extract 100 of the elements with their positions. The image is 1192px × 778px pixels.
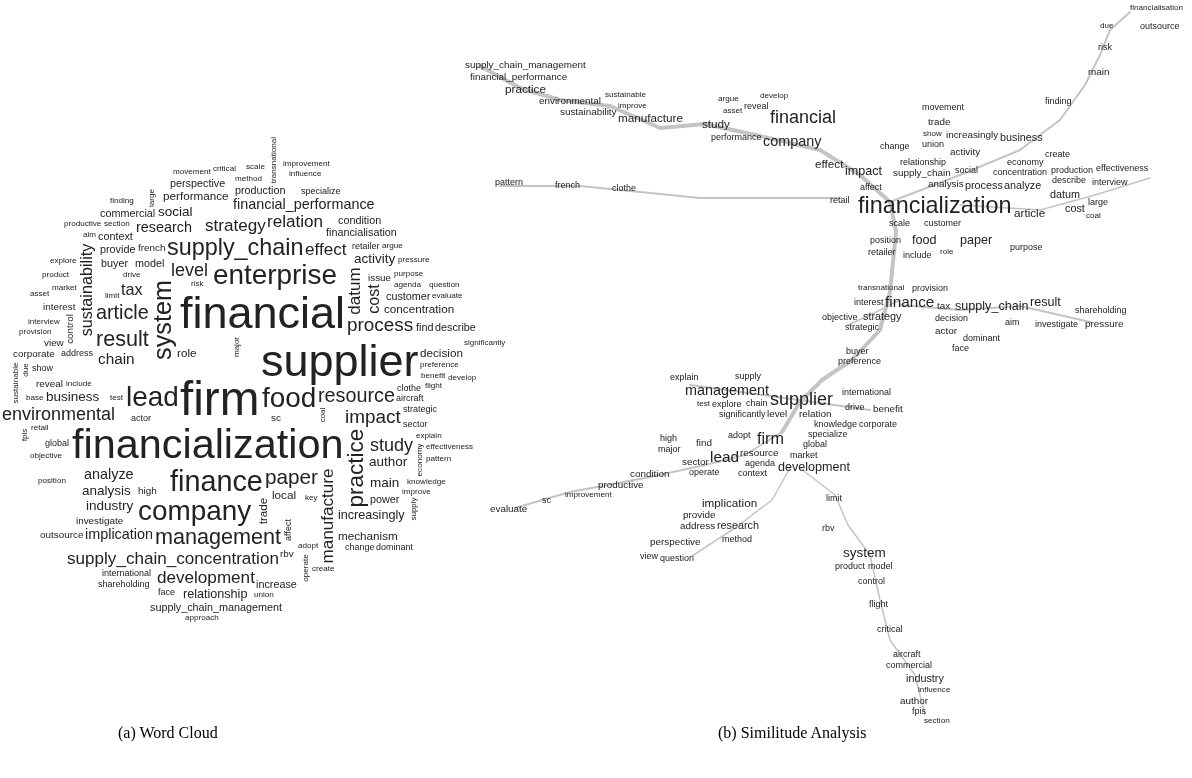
cloud-word: performance <box>163 190 229 202</box>
network-word: dominant <box>963 334 1001 343</box>
cloud-word: specialize <box>301 187 341 196</box>
network-word: sc <box>542 496 551 505</box>
cloud-word: shareholding <box>98 580 150 589</box>
network-word: describe <box>1052 176 1087 185</box>
network-word: aim <box>1005 318 1020 327</box>
cloud-word: study <box>370 436 414 454</box>
cloud-word: preference <box>420 361 459 370</box>
cloud-word: supply <box>410 497 418 521</box>
network-word: purpose <box>1010 243 1043 252</box>
cloud-word: explore <box>50 257 77 266</box>
cloud-word: interview <box>28 318 60 327</box>
network-word: result <box>1030 296 1061 309</box>
network-word: address <box>680 521 716 531</box>
cloud-word: impact <box>345 408 401 427</box>
cloud-word: benefit <box>421 372 446 381</box>
network-word: outsource <box>1140 22 1180 31</box>
cloud-word: analyze <box>84 467 134 482</box>
cloud-word: local <box>272 489 297 501</box>
cloud-word: commercial <box>100 208 156 219</box>
network-word: face <box>952 344 969 353</box>
network-word: explain <box>670 373 699 382</box>
cloud-word: effectiveness <box>426 443 474 452</box>
cloud-word: relation <box>267 213 324 231</box>
network-word: operate <box>689 468 720 477</box>
network-word: tax <box>937 301 951 311</box>
cloud-word: process <box>347 316 414 335</box>
cloud-word: transnational <box>269 136 279 184</box>
network-word: investigate <box>1035 320 1079 329</box>
cloud-word: article <box>96 303 149 323</box>
network-word: impact <box>845 165 883 178</box>
cloud-word: method <box>235 175 262 184</box>
cloud-word: increasingly <box>338 509 405 522</box>
network-word: provide <box>683 510 716 520</box>
cloud-word: industry <box>86 499 134 513</box>
cloud-word: position <box>38 477 66 486</box>
cloud-word: analysis <box>82 484 131 498</box>
cloud-word: resource <box>318 386 395 406</box>
cloud-word: cost <box>364 284 382 314</box>
cloud-word: evaluate <box>432 292 463 301</box>
network-word: finance <box>885 294 935 310</box>
cloud-word: trade <box>257 497 269 525</box>
network-word: critical <box>877 625 903 634</box>
network-word: market <box>790 451 818 460</box>
cloud-word: financial_performance <box>233 197 375 212</box>
cloud-word: power <box>370 494 400 505</box>
network-word: sector <box>682 457 709 467</box>
network-word: fpis <box>912 707 926 716</box>
cloud-word: strategy <box>205 217 266 235</box>
cloud-word: investigate <box>76 516 124 526</box>
network-word: level <box>767 409 788 419</box>
cloud-word: role <box>177 347 197 359</box>
network-word: objective <box>822 313 858 322</box>
cloud-word: fpis <box>20 428 30 442</box>
cloud-word: mechanism <box>338 530 398 542</box>
network-word: customer <box>924 219 961 228</box>
network-word: view <box>640 552 658 561</box>
network-word: include <box>903 251 932 260</box>
network-word: aircraft <box>893 650 921 659</box>
network-word: test <box>697 400 711 409</box>
cloud-word: pressure <box>398 256 430 265</box>
cloud-word: supply_chain <box>167 236 304 260</box>
network-word: finding <box>1045 97 1072 106</box>
cloud-word: tax <box>121 281 143 298</box>
network-word: limit <box>826 494 842 503</box>
network-word: supply <box>735 372 761 381</box>
cloud-word: create <box>312 565 335 574</box>
network-word: method <box>722 535 753 544</box>
cloud-word: provision <box>19 328 52 337</box>
network-word: specialize <box>808 430 848 439</box>
network-word: model <box>868 562 893 571</box>
network-word: concentration <box>993 168 1048 177</box>
cloud-word: supply_chain_management <box>150 602 283 613</box>
network-word: develop <box>760 92 789 101</box>
cloud-word: firm <box>180 375 260 423</box>
network-word: shareholding <box>1075 306 1127 315</box>
cloud-word: dominant <box>376 543 414 552</box>
cloud-word: product <box>42 271 69 280</box>
network-word: supply_chain <box>893 168 951 178</box>
cloud-word: operate <box>301 554 311 582</box>
network-word: pattern <box>495 178 524 187</box>
network-word: management <box>685 383 769 398</box>
cloud-word: development <box>157 569 255 587</box>
network-word: strategic <box>845 323 879 332</box>
network-word: author <box>900 696 928 706</box>
cloud-word: perspective <box>170 178 226 189</box>
network-word: business <box>1000 132 1043 143</box>
cloud-word: sustainability <box>77 243 95 337</box>
network-word: performance <box>711 133 762 142</box>
cloud-word: address <box>61 349 94 358</box>
cloud-word: food <box>262 384 317 412</box>
cloud-word: decision <box>420 347 463 359</box>
network-word: preference <box>838 357 882 366</box>
network-word: resource <box>740 448 779 458</box>
network-word: product <box>835 562 866 571</box>
network-word: commercial <box>886 661 932 670</box>
network-word: context <box>738 469 768 478</box>
cloud-word: limit <box>105 292 120 301</box>
figure-caption: (b) Similitude Analysis <box>718 725 867 741</box>
